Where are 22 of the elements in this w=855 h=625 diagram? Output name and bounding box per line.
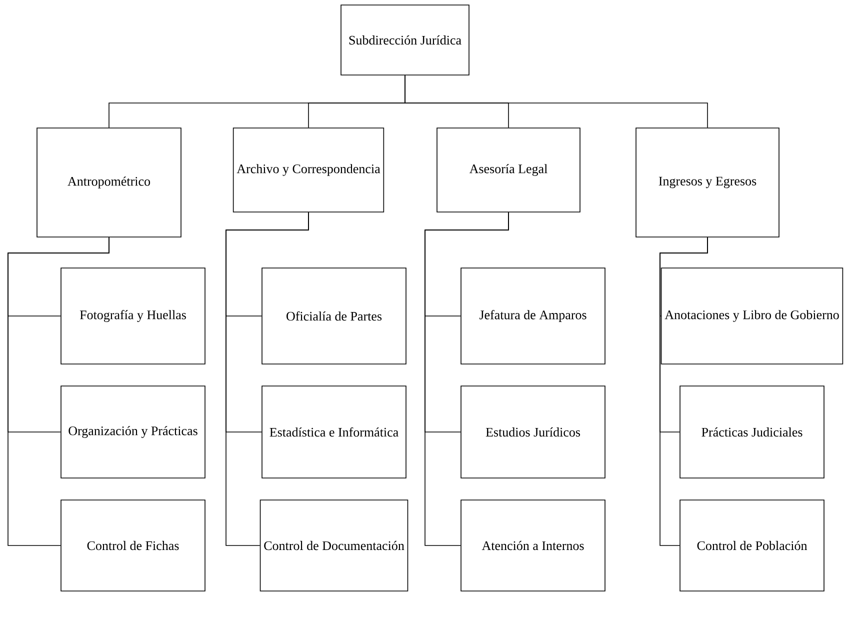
org-box: Ingresos y Egresos	[636, 128, 780, 238]
org-box: Prácticas Judiciales	[680, 386, 824, 478]
org-box: Archivo y Correspondencia	[232, 128, 384, 212]
org-box: Oficialía de Partes	[262, 268, 406, 364]
org-box: Subdirección Jurídica	[340, 4, 470, 76]
org-box: Fotografía y Huellas	[60, 268, 206, 364]
connector-line	[660, 237, 708, 546]
org-box: Antropométrico	[36, 128, 182, 238]
org-box: Organización y Prácticas	[60, 386, 206, 478]
org-box: Estadística e Informática	[262, 386, 406, 478]
connector-line	[404, 75, 708, 128]
connector-line	[226, 212, 309, 546]
org-box: Jefatura de Amparos	[460, 268, 606, 364]
org-box: Anotaciones y Libro de Gobierno	[660, 268, 844, 364]
org-box: Estudios Jurídicos	[460, 386, 606, 478]
org-box: Control de Documentación	[260, 500, 408, 592]
org-box: Control de Población	[680, 500, 824, 592]
org-box: Asesoría Legal	[436, 128, 580, 212]
org-box: Atención a Internos	[460, 500, 606, 592]
connector-line	[8, 237, 110, 546]
connector-line	[424, 212, 509, 546]
org-box: Control de Fichas	[60, 500, 206, 592]
